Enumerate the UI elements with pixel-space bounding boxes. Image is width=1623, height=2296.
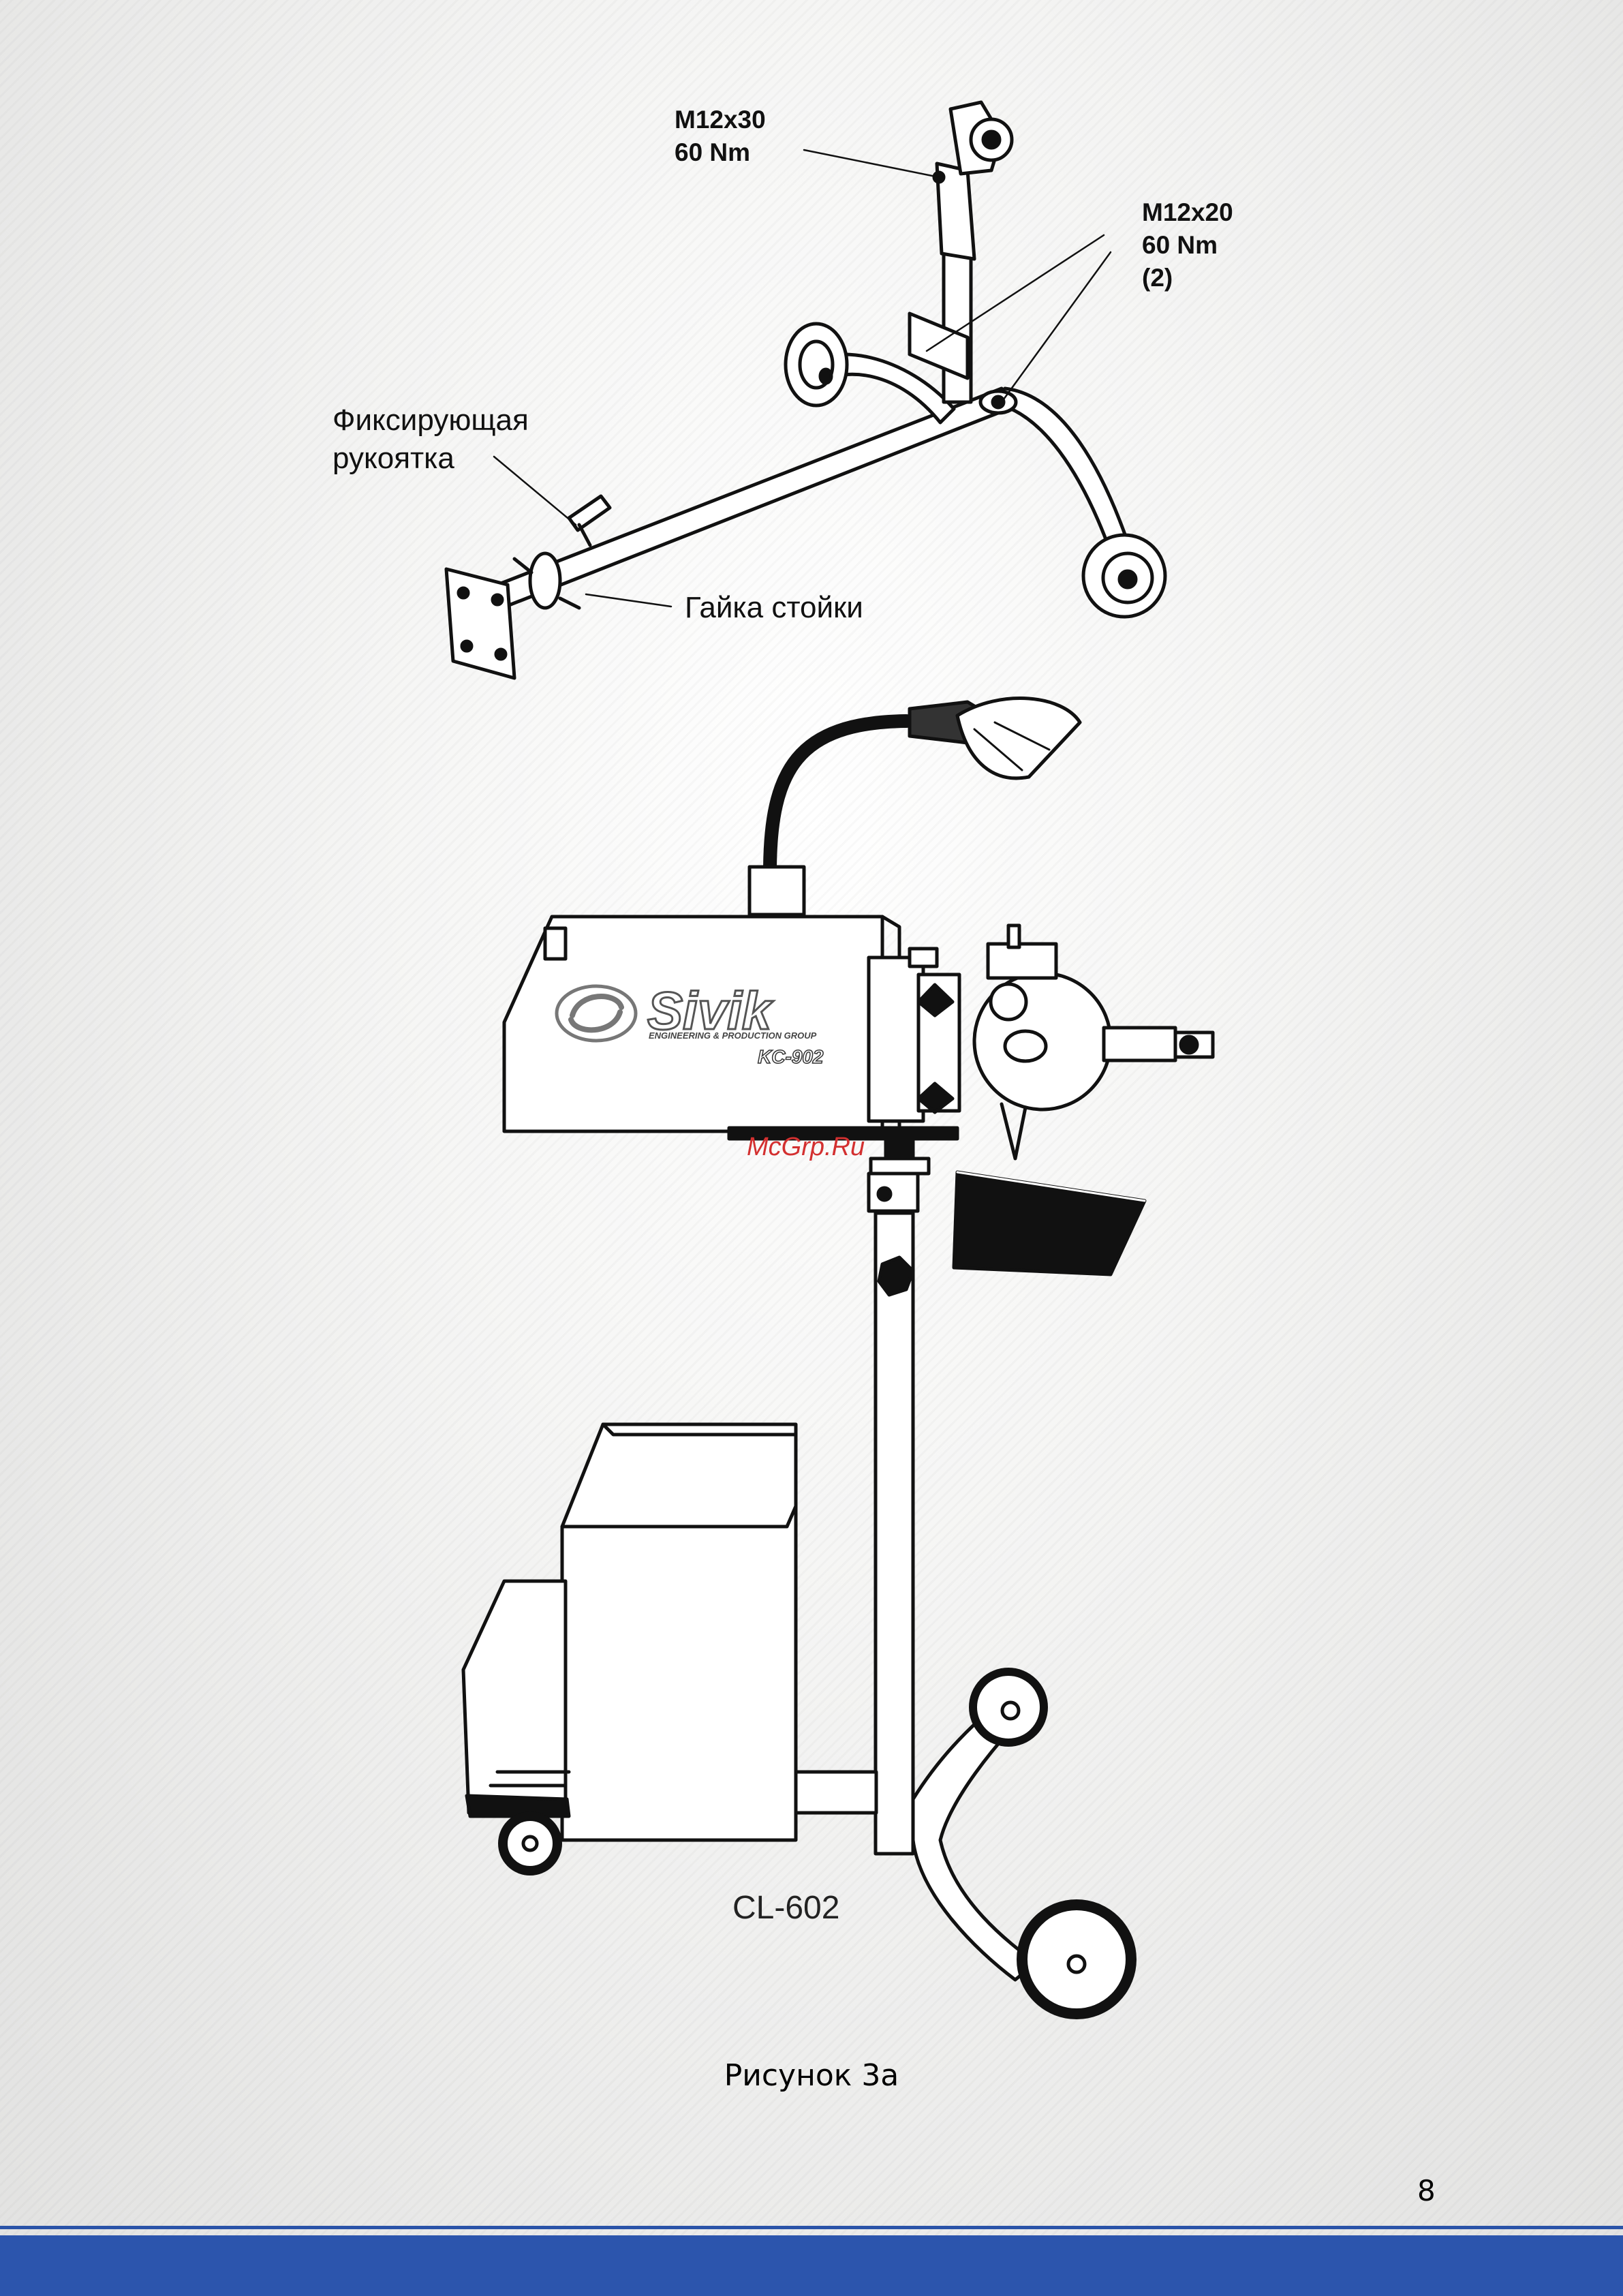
figure-caption: Рисунок 3а [0,2058,1623,2093]
footer-divider-line [0,2226,1623,2229]
cart-model-label: CL-602 [732,1889,839,1927]
watermark-text: McGrp.Ru [747,1133,865,1162]
machine-model-plate: KC-902 [758,1046,823,1068]
cart-drawer [463,1581,566,1813]
machine-brand-tagline: ENGINEERING & PRODUCTION GROUP [649,1030,816,1041]
footer-bar [0,2235,1623,2296]
lamp-gooseneck [770,721,906,872]
cart-column [876,1213,913,1854]
accessory-tray [954,1172,1145,1274]
page-number: 8 [1417,2174,1436,2207]
cart-cabinet [562,1424,796,1840]
